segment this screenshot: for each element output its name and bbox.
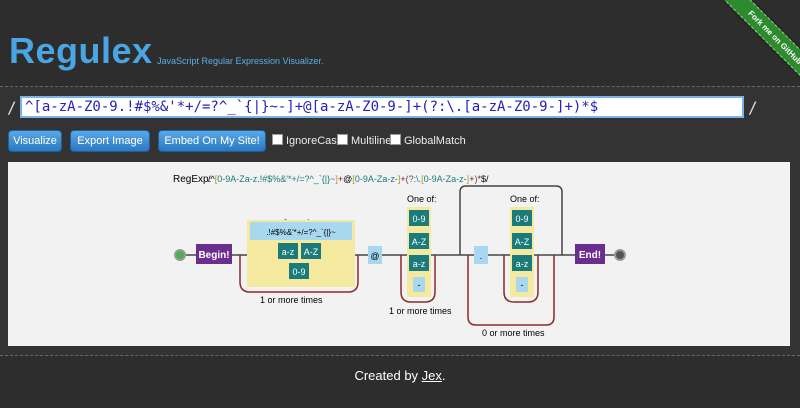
range-a-z-2 — [409, 255, 429, 271]
quantifier-2: 1 or more times — [389, 306, 452, 316]
begin-assertion — [196, 244, 232, 264]
regexp-token: + — [338, 174, 343, 184]
divider — [0, 86, 800, 87]
footer-prefix: Created by — [354, 368, 422, 383]
repeat-loop-4 — [503, 255, 539, 303]
regexp-token: 0-9A-Za-z- — [424, 174, 467, 184]
literal-dash-3-text: - — [521, 280, 524, 290]
regexp-slash: / — [486, 174, 489, 184]
regexp-token: @ — [343, 174, 352, 184]
regex-input[interactable] — [20, 96, 744, 118]
ignorecase-option[interactable]: IgnoreCase — [272, 134, 343, 147]
regexp-token: [ — [421, 174, 424, 184]
regexp-token: [ — [352, 174, 355, 184]
range-A-Z-3 — [512, 233, 532, 249]
regexp-token: + — [469, 174, 474, 184]
range-a-z-3 — [512, 255, 532, 271]
regexp-token: $ — [481, 174, 486, 184]
github-ribbon[interactable]: Fork me on GitHub — [710, 0, 800, 90]
regexp-token: 0-9A-Za-z.!#$%&'*+/=?^_`{|}~ — [217, 174, 335, 184]
repeat-loop-2 — [400, 255, 436, 303]
regex-input-row: / / — [0, 96, 800, 122]
end-assertion — [575, 244, 605, 264]
regexp-source: /^[0-9A-Za-z.!#$%&'*+/=?^_`{|}~]+@[0-9A-… — [208, 174, 489, 184]
diagram-canvas: RegExp: /^[0-9A-Za-z.!#$%&'*+/=?^_`{|}~]… — [8, 162, 790, 346]
regexp-slash: / — [208, 174, 211, 184]
range-a-z-1-text: a-z — [282, 247, 295, 257]
repeat-loop-1 — [239, 255, 359, 293]
visualize-button[interactable]: Visualize — [8, 130, 62, 152]
ignorecase-checkbox[interactable] — [272, 134, 283, 145]
literal-at-text: @ — [370, 251, 379, 261]
range-0-9-1-text: 0-9 — [292, 267, 305, 277]
close-slash: / — [748, 98, 758, 117]
app-tagline: JavaScript Regular Expression Visualizer… — [157, 56, 324, 66]
regexp-token: [ — [215, 174, 218, 184]
end-node — [614, 249, 626, 261]
regexp-token: \. — [416, 174, 421, 184]
globalmatch-option[interactable]: GlobalMatch — [390, 134, 466, 147]
quantifier-3: 0 or more times — [482, 328, 545, 338]
regexp-token: ] — [467, 174, 470, 184]
range-A-Z-1-text: A-Z — [304, 247, 319, 257]
range-0-9-3 — [512, 210, 532, 226]
header: Regulex JavaScript Regular Expression Vi… — [0, 0, 800, 90]
author-link[interactable]: Jex — [421, 368, 442, 383]
charclass-1-literals — [250, 222, 352, 240]
range-0-9-2-text: 0-9 — [412, 214, 425, 224]
literal-dash-2-text: - — [418, 280, 421, 290]
literal-dash-2 — [413, 277, 425, 292]
quantifier-1: 1 or more times — [260, 295, 323, 305]
range-0-9-2 — [409, 210, 429, 226]
range-A-Z-3-text: A-Z — [515, 237, 530, 247]
ignorecase-label: IgnoreCase — [286, 135, 343, 147]
begin-label: Begin! — [198, 250, 229, 261]
regexp-token: ^ — [211, 174, 216, 184]
regexp-label: RegExp: — [173, 174, 211, 185]
range-0-9-1 — [289, 263, 309, 279]
literal-at — [368, 246, 382, 264]
regex-railroad-diagram: RegExp: /^[0-9A-Za-z.!#$%&'*+/=?^_`{|}~]… — [173, 174, 626, 338]
app-title: Regulex — [9, 30, 153, 71]
regexp-token: + — [400, 174, 405, 184]
open-slash: / — [7, 98, 17, 117]
repeat-loop-3 — [467, 255, 555, 326]
range-a-z-3-text: a-z — [516, 259, 529, 269]
literal-dot-text: . — [480, 251, 483, 261]
range-a-z-2-text: a-z — [413, 259, 426, 269]
end-label: End! — [579, 250, 601, 261]
globalmatch-checkbox[interactable] — [390, 134, 401, 145]
regexp-token: (?: — [406, 174, 417, 184]
one-of-label-2: One of: — [407, 194, 437, 204]
footer: Created by Jex. — [0, 356, 800, 408]
one-of-label-3: One of: — [510, 194, 540, 204]
multiline-label: Multiline — [351, 135, 392, 147]
footer-suffix: . — [441, 368, 446, 383]
multiline-option[interactable]: Multiline — [337, 134, 391, 147]
skip-path — [459, 185, 563, 255]
regexp-token: * — [477, 174, 481, 184]
multiline-checkbox[interactable] — [337, 134, 348, 145]
range-A-Z-1 — [301, 243, 321, 259]
export-image-button[interactable]: Export Image — [70, 130, 150, 152]
start-node — [174, 249, 186, 261]
regexp-token: ) — [474, 174, 477, 184]
literal-dash-3 — [516, 277, 528, 292]
range-a-z-1 — [278, 243, 298, 259]
regexp-token: ] — [398, 174, 401, 184]
embed-button[interactable]: Embed On My Site! — [158, 130, 266, 152]
regexp-token: 0-9A-Za-z- — [355, 174, 398, 184]
github-ribbon-label[interactable]: Fork me on GitHub — [718, 0, 800, 90]
range-A-Z-2 — [409, 233, 429, 249]
globalmatch-label: GlobalMatch — [404, 135, 466, 147]
literal-dot — [474, 246, 488, 264]
charclass-1-literals-text: .!#$%&'*+/=?^_`{|}~ — [266, 228, 336, 237]
range-A-Z-2-text: A-Z — [412, 237, 427, 247]
divider-bottom — [0, 355, 800, 356]
range-0-9-3-text: 0-9 — [515, 214, 528, 224]
regexp-token: ] — [335, 174, 338, 184]
footer-credit: Created by Jex. — [0, 368, 800, 383]
